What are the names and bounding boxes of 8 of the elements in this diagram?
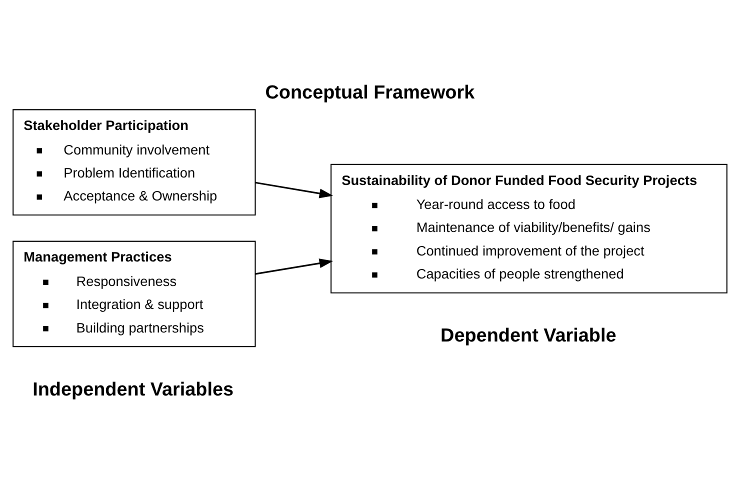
diagram-title: Conceptual Framework [265, 82, 475, 104]
node-box: Stakeholder Participation Community involvement Problem Identification Acceptance & Ownership [12, 109, 256, 216]
arrow [255, 258, 334, 275]
node-box: Sustainability of Donor Funded Food Security Projects Year-round access to food Maintenance of viability/benefits/ gains Continued improvement of the project Capacities of people strengthened [330, 164, 728, 294]
label: Independent Variables [32, 379, 234, 400]
node-box: Management Practices Responsiveness Integration & support Building partnerships [12, 240, 256, 348]
label: Dependent Variable [440, 326, 616, 347]
arrow [255, 182, 334, 198]
